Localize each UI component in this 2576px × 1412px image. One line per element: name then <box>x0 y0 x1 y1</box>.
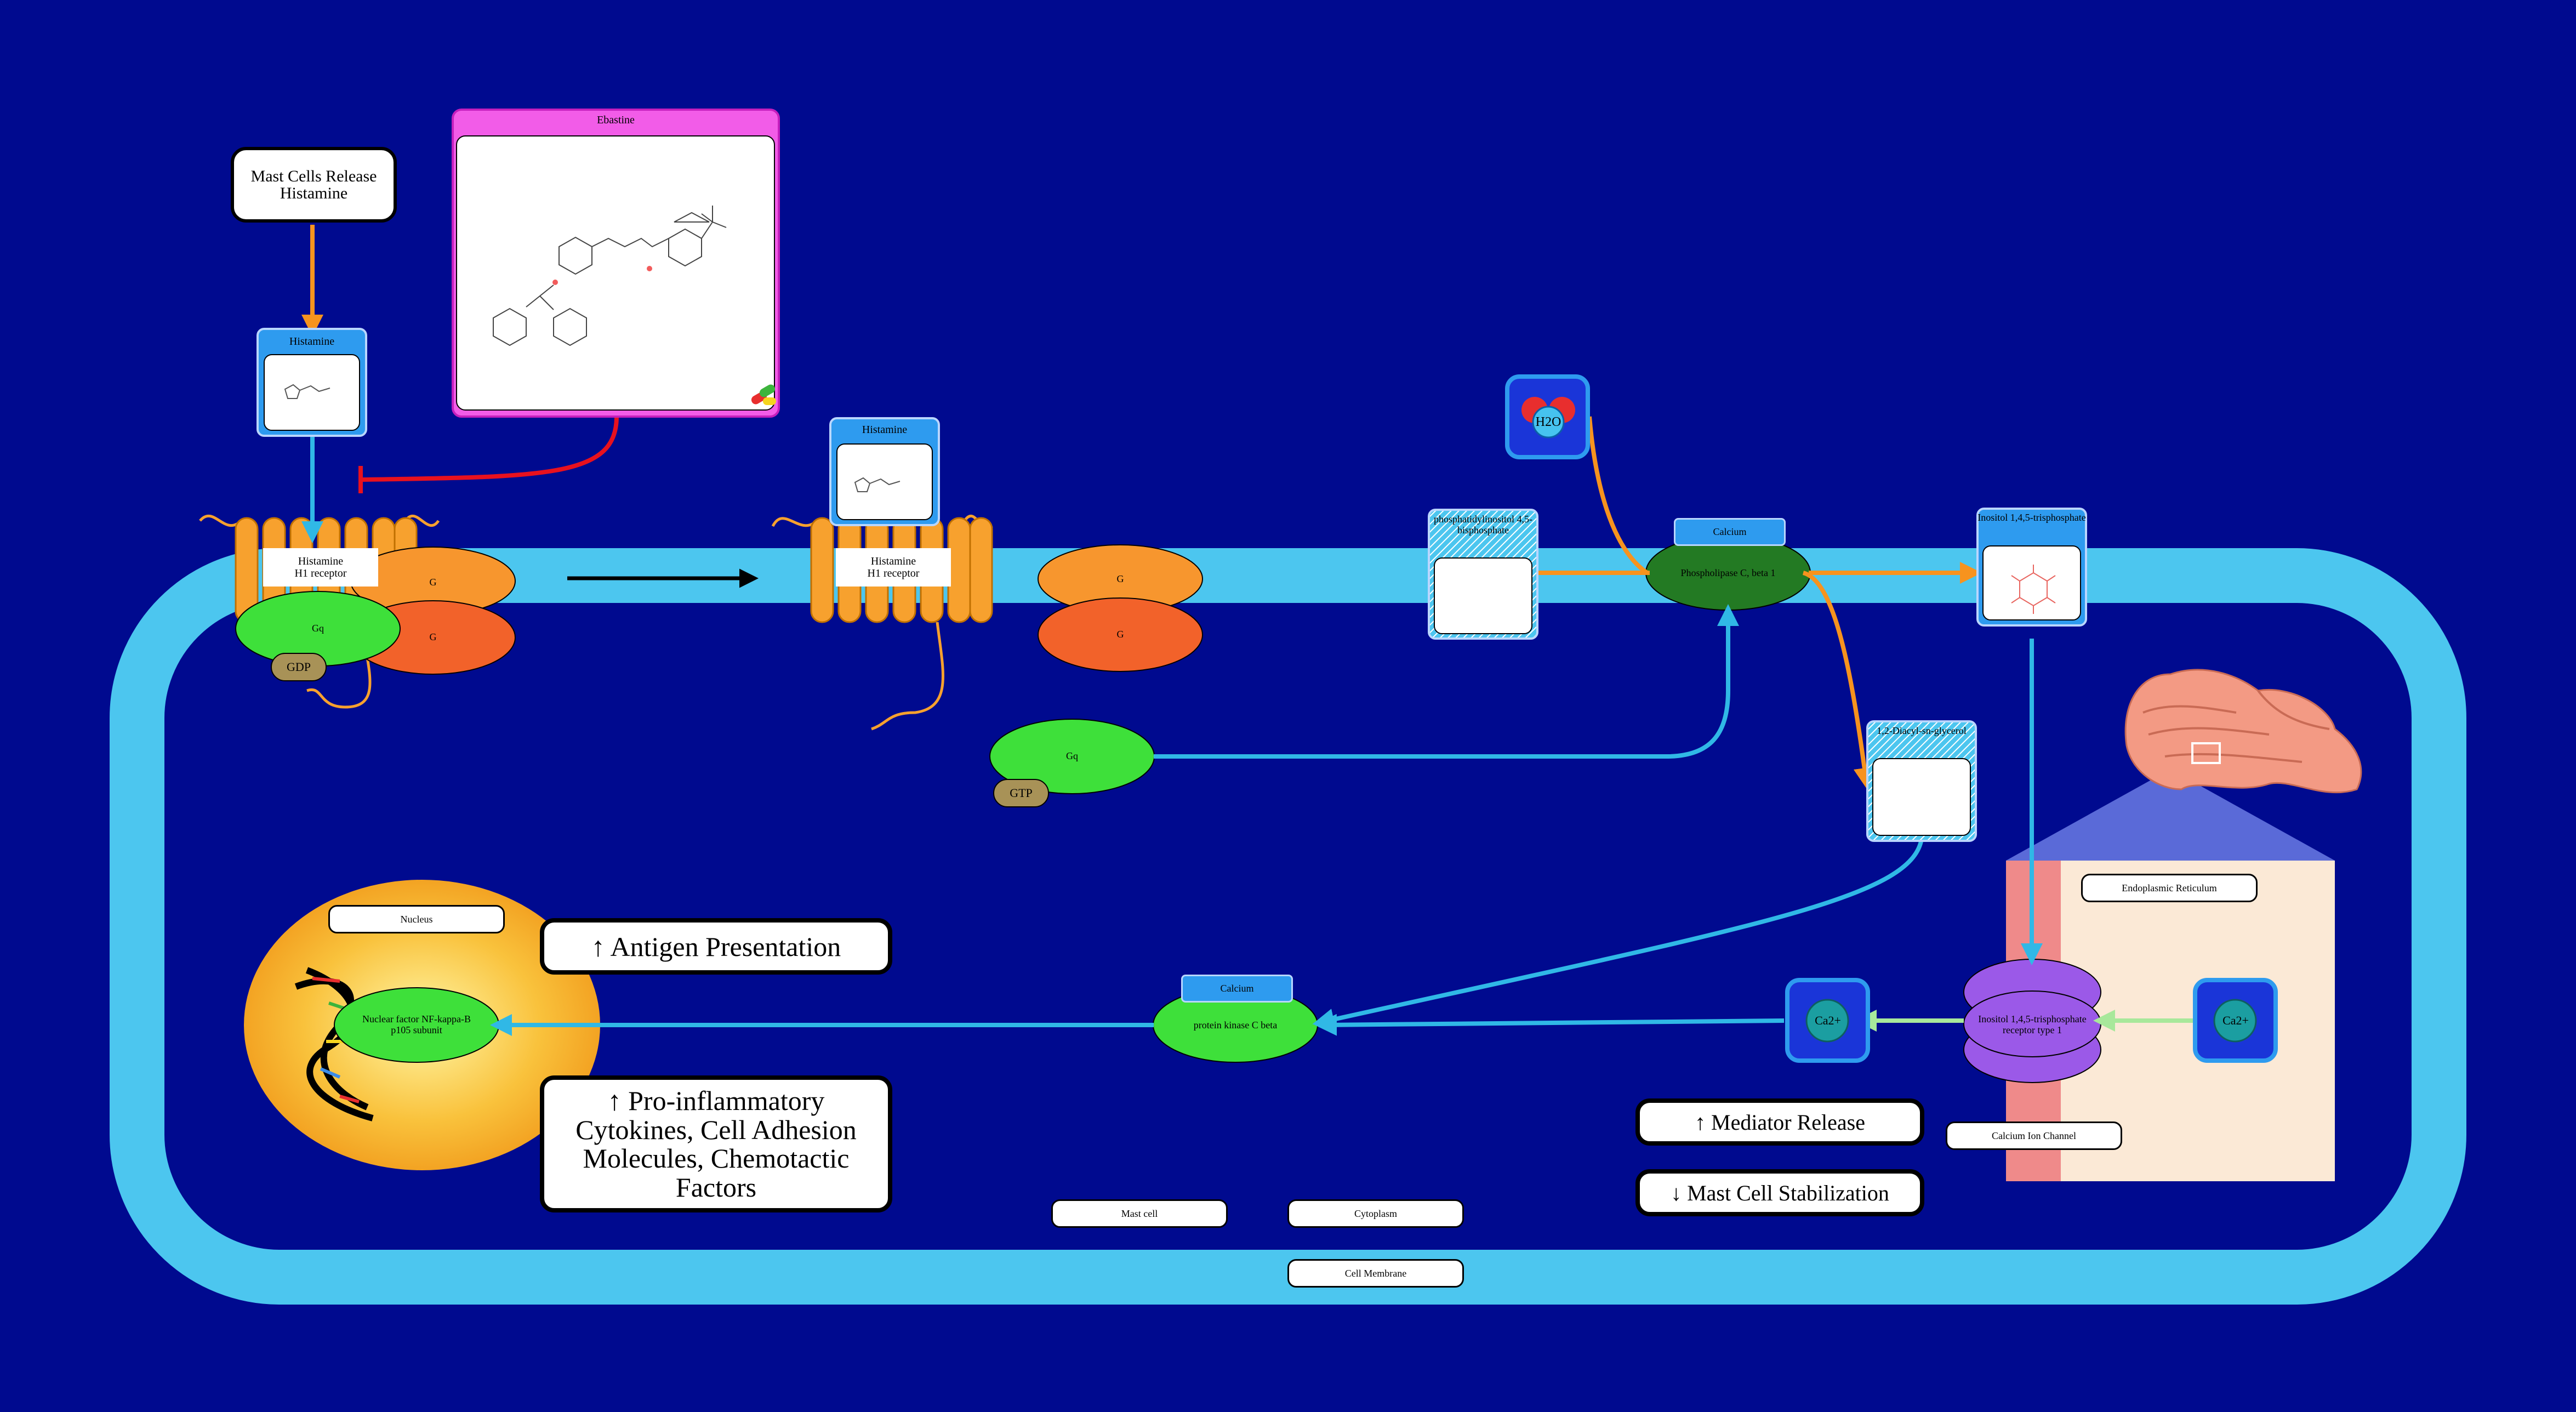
plc-calcium-cap: Calcium <box>1674 518 1786 546</box>
water-frame <box>1505 374 1590 459</box>
cell-membrane-label: Cell Membrane <box>1287 1259 1464 1288</box>
ip3-frame <box>1976 508 2087 627</box>
er-illustration <box>2124 669 2362 794</box>
g-top-1-label: G <box>429 577 437 588</box>
calcium-channel-label: Calcium Ion Channel <box>1946 1121 2122 1150</box>
cytokines-label: ↑ Pro-inflammatory Cytokines, Cell Adhes… <box>540 1075 892 1212</box>
dag-frame <box>1866 720 1977 842</box>
g-bottom-2-label: G <box>1116 629 1124 640</box>
histamine-2-title: Histamine <box>862 424 908 436</box>
calcium-ion-2 <box>2193 978 2278 1063</box>
nucleus-label: Nucleus <box>328 905 505 933</box>
h1-receptor-1-label: Histamine H1 receptor <box>263 548 378 587</box>
dag-title: 1,2-Diacyl-sn-glycerol <box>1877 725 1967 736</box>
er-label: Endoplasmic Reticulum <box>2081 874 2258 902</box>
endoplasmic-reticulum <box>2006 669 2362 1181</box>
antigen-presentation-label: ↑ Antigen Presentation <box>540 918 892 975</box>
ca-2-label: Ca2+ <box>2222 1013 2249 1027</box>
g-protein-bottom-2 <box>1038 597 1203 672</box>
histamine-1-frame <box>257 328 367 437</box>
histamine-1-title: Histamine <box>289 335 335 348</box>
gtp-label: GTP <box>1010 785 1033 800</box>
gdp-label: GDP <box>286 659 311 674</box>
pip2-frame <box>1428 509 1538 640</box>
arrow-water-to-plc <box>1587 416 1649 575</box>
ebastine-title: Ebastine <box>597 114 635 126</box>
ca-1-label: Ca2+ <box>1815 1013 1841 1027</box>
gq-2-label: Gq <box>1066 750 1078 762</box>
ip3-receptor-channel <box>1963 959 2101 1083</box>
arrow-gq-to-plc <box>1154 604 1739 759</box>
pkc-label: protein kinase C beta <box>1193 1019 1278 1030</box>
gtp-capsule <box>993 779 1049 807</box>
ebastine-frame <box>452 109 780 418</box>
drug-icon <box>751 384 776 405</box>
ip3-title: Inositol 1,4,5-trisphosphate <box>1977 512 2086 523</box>
mast-cells-release-label: Mast Cells Release Histamine <box>231 147 397 223</box>
ebastine-inhibition <box>361 416 619 482</box>
pkc-calcium-cap: Calcium <box>1181 975 1293 1003</box>
histamine-2-frame <box>829 417 940 526</box>
gdp-capsule <box>271 653 327 681</box>
pip2-title: phosphatidylinositol 4,5-bisphosphate <box>1434 514 1532 536</box>
plc-label: Phospholipase C, beta 1 <box>1680 567 1776 578</box>
arrow-ca-channel-to-pkc <box>1315 1014 1785 1036</box>
mast-cell-label: Mast cell <box>1051 1199 1228 1228</box>
nfkb-label: Nuclear factor NF-kappa-B p105 subunit <box>362 1014 471 1035</box>
water-label: H2O <box>1535 414 1561 429</box>
h1-receptor-2-label: Histamine H1 receptor <box>836 548 951 587</box>
mast-cell-stabilization-label: ↓ Mast Cell Stabilization <box>1635 1169 1924 1216</box>
cytoplasm-label: Cytoplasm <box>1287 1199 1464 1228</box>
arrow-dag-to-pkc <box>1312 841 1923 1030</box>
mediator-release-label: ↑ Mediator Release <box>1635 1098 1924 1146</box>
g-bottom-1-label: G <box>429 631 437 643</box>
gq-1-label: Gq <box>312 623 324 634</box>
calcium-ion-1 <box>1785 978 1870 1063</box>
ip3-receptor-label: Inositol 1,4,5-trisphosphate receptor ty… <box>1978 1014 2087 1035</box>
g-top-2-label: G <box>1116 573 1124 585</box>
arrow-plc-to-dag <box>1802 571 1876 790</box>
